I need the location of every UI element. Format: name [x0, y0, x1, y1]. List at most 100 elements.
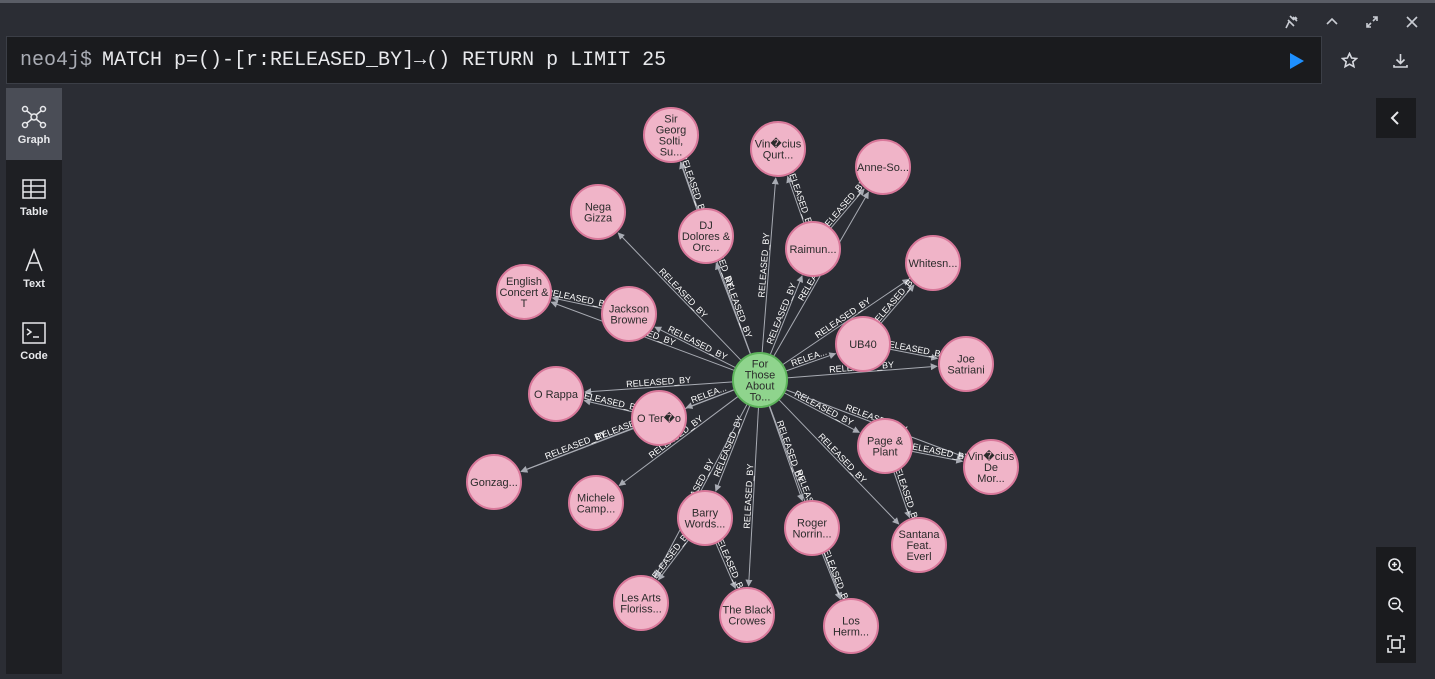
node-los-herm[interactable]: LosHerm... [823, 598, 879, 654]
node-circle[interactable] [677, 490, 733, 546]
relationship-edge[interactable] [714, 404, 751, 492]
tab-table[interactable]: Table [6, 160, 62, 232]
relationship-edge[interactable] [880, 284, 915, 324]
expand-icon[interactable] [1362, 12, 1382, 32]
node-circle[interactable] [601, 286, 657, 342]
node-circle[interactable] [643, 107, 699, 163]
pin-icon[interactable] [1282, 12, 1302, 32]
node-circle[interactable] [631, 390, 687, 446]
relationship-edge[interactable] [583, 398, 633, 413]
relationship-edge[interactable] [584, 381, 734, 396]
relationship-label: RELEASED_BY [882, 338, 948, 360]
node-sir-georg[interactable]: SirGeorgSolti,Su... [643, 107, 699, 163]
tab-code[interactable]: Code [6, 304, 62, 376]
relationship-edge[interactable] [679, 161, 698, 211]
node-circle[interactable] [785, 221, 841, 277]
relationship-edge[interactable] [654, 326, 737, 369]
node-circle[interactable] [732, 352, 788, 408]
node-circle[interactable] [570, 184, 626, 240]
node-label: Concert & [500, 287, 550, 299]
relationship-edge[interactable] [745, 406, 760, 587]
node-o-rappa[interactable]: O Rappa [528, 366, 584, 422]
node-circle[interactable] [905, 235, 961, 291]
relationship-edge[interactable] [786, 175, 805, 224]
relationship-edge[interactable] [768, 405, 804, 502]
node-circle[interactable] [938, 336, 994, 392]
relationship-edge[interactable] [821, 552, 842, 600]
node-circle[interactable] [466, 454, 522, 510]
node-circle[interactable] [678, 208, 734, 264]
node-barry-words[interactable]: BarryWords... [677, 490, 733, 546]
relationship-edge[interactable] [658, 539, 690, 581]
node-center-album[interactable]: ForThoseAboutTo... [732, 352, 788, 408]
node-label: Satriani [947, 365, 984, 377]
node-anne-so[interactable]: Anne-So... [855, 139, 911, 195]
node-roger-norrin[interactable]: RogerNorrin... [784, 500, 840, 556]
play-icon[interactable] [1285, 50, 1307, 72]
relationship-edge[interactable] [520, 427, 635, 473]
node-circle[interactable] [613, 575, 669, 631]
relationship-edge[interactable] [893, 471, 911, 519]
relationship-edge[interactable] [778, 399, 900, 525]
node-raimun[interactable]: Raimun... [785, 221, 841, 277]
relationship-edge[interactable] [715, 542, 737, 590]
relationship-edge[interactable] [786, 363, 938, 379]
query-editor[interactable]: neo4j$ MATCH p=()-[r:RELEASED_BY]→() RET… [6, 36, 1322, 84]
node-circle[interactable] [750, 121, 806, 177]
node-gonzag[interactable]: Gonzag... [466, 454, 522, 510]
node-circle[interactable] [857, 418, 913, 474]
node-label: Floriss... [620, 604, 662, 616]
node-circle[interactable] [963, 439, 1019, 495]
node-circle[interactable] [528, 366, 584, 422]
node-circle[interactable] [891, 517, 947, 573]
node-circle[interactable] [835, 316, 891, 372]
relationship-edge[interactable] [715, 262, 751, 355]
download-icon[interactable] [1388, 48, 1412, 72]
relationship-edge[interactable] [830, 188, 865, 229]
chevron-left-icon[interactable] [1376, 98, 1416, 138]
tab-graph[interactable]: Graph [6, 88, 62, 160]
close-icon[interactable] [1402, 12, 1422, 32]
relationship-edge[interactable] [617, 232, 742, 361]
chevron-up-icon[interactable] [1322, 12, 1342, 32]
star-icon[interactable] [1337, 48, 1361, 72]
query-text[interactable]: MATCH p=()-[r:RELEASED_BY]→() RETURN p L… [102, 48, 667, 72]
node-circle[interactable] [568, 475, 624, 531]
relationship-edge[interactable] [761, 177, 779, 354]
node-ub40[interactable]: UB40 [835, 316, 891, 372]
node-circle[interactable] [719, 587, 775, 643]
relationship-edge[interactable] [783, 392, 860, 433]
fit-screen-icon[interactable] [1376, 625, 1416, 663]
zoom-out-icon[interactable] [1376, 586, 1416, 624]
relationship-edge[interactable] [889, 348, 939, 361]
tab-text[interactable]: Text [6, 232, 62, 304]
node-page-plant[interactable]: Page &Plant [857, 418, 913, 474]
node-circle[interactable] [784, 500, 840, 556]
node-circle[interactable] [496, 264, 552, 320]
node-circle[interactable] [823, 598, 879, 654]
node-vinicius-de-mor[interactable]: Vin�ciusDeMor... [963, 439, 1019, 495]
node-o-terco[interactable]: O Ter�o [631, 390, 687, 446]
node-les-arts[interactable]: Les ArtsFloriss... [613, 575, 669, 631]
relationship-edge[interactable] [618, 395, 739, 487]
node-circle[interactable] [855, 139, 911, 195]
relationship-edge[interactable] [551, 295, 603, 309]
node-michele-camp[interactable]: MicheleCamp... [568, 475, 624, 531]
relationship-edge[interactable] [785, 352, 837, 372]
relationship-edge[interactable] [769, 275, 804, 356]
node-vinicius-qurt[interactable]: Vin�ciusQurt... [750, 121, 806, 177]
zoom-in-icon[interactable] [1376, 547, 1416, 585]
node-whitesn[interactable]: Whitesn... [905, 235, 961, 291]
node-label: Anne-So... [857, 162, 909, 174]
relationship-edge[interactable] [911, 450, 964, 464]
node-label: DJ [699, 220, 712, 232]
